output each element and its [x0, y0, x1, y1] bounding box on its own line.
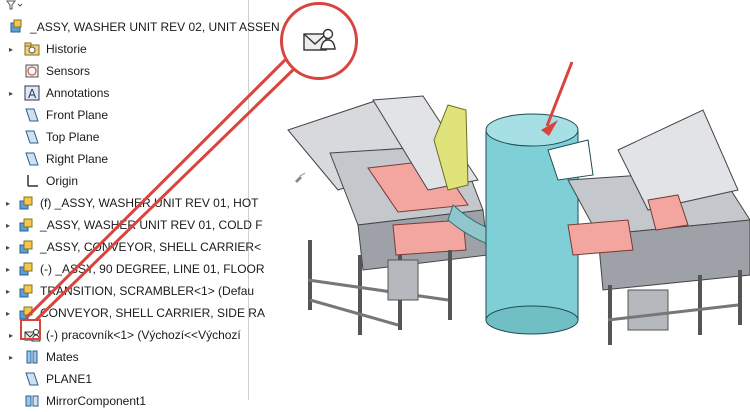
- tree-item-label: TRANSITION, SCRAMBLER<1> (Defau: [40, 284, 255, 298]
- assembly-icon: [18, 261, 34, 277]
- tree-item[interactable]: ▸ (-) pracovník<1> (Výchozí<<Výchozí: [0, 324, 248, 346]
- plane-icon: [24, 371, 40, 387]
- tree-item-label: Annotations: [46, 86, 110, 100]
- expander-icon[interactable]: ▸: [6, 198, 11, 208]
- graphics-area[interactable]: [248, 0, 750, 400]
- scrambler-cylinder: [485, 113, 594, 335]
- expander-icon[interactable]: ▸: [8, 352, 13, 362]
- tree-item-label: PLANE1: [46, 372, 93, 386]
- tree-item-label: Top Plane: [46, 130, 100, 144]
- tree-item-label: _ASSY, CONVEYOR, SHELL CARRIER<: [40, 240, 262, 254]
- expander-icon[interactable]: ▸: [8, 88, 13, 98]
- assembly-icon: [18, 239, 34, 255]
- tree-item[interactable]: ▸ (f) _ASSY, WASHER UNIT REV 01, HOT: [0, 192, 259, 214]
- pin-icon[interactable]: [292, 170, 308, 186]
- plane-icon: [24, 129, 40, 145]
- worker-icon: [303, 28, 336, 51]
- tree-item-label: Front Plane: [46, 108, 109, 122]
- tree-item-label: (-) pracovník<1> (Výchozí<<Výchozí: [46, 328, 241, 342]
- tree-item[interactable]: ▸ Historie: [0, 38, 248, 60]
- tree-item-label: Right Plane: [46, 152, 109, 166]
- assembly-model-view: [287, 95, 750, 345]
- tree-item-label: (f) _ASSY, WASHER UNIT REV 01, HOT: [40, 196, 259, 210]
- assembly-icon: [18, 283, 34, 299]
- tree-item[interactable]: ▸ TRANSITION, SCRAMBLER<1> (Defau: [0, 280, 254, 302]
- tree-item[interactable]: ▸ _ASSY, WASHER UNIT REV 01, COLD F: [0, 214, 263, 236]
- tree-item-label: Sensors: [46, 64, 91, 78]
- tree-item[interactable]: ▸Front Plane: [0, 104, 248, 126]
- tree-item[interactable]: ▸ (-) _ASSY, 90 DEGREE, LINE 01, FLOOR: [0, 258, 265, 280]
- tree-item[interactable]: ▸Right Plane: [0, 148, 248, 170]
- tree-item[interactable]: ▸ Mates: [0, 346, 248, 368]
- tree-item[interactable]: ▸MirrorComponent1: [0, 390, 248, 412]
- tree-item[interactable]: ▸Sensors: [0, 60, 248, 82]
- expander-icon[interactable]: ▸: [6, 308, 11, 318]
- tree-item[interactable]: ▸Top Plane: [0, 126, 248, 148]
- worker-icon-callout: [280, 2, 358, 80]
- annotation-icon: A: [24, 85, 40, 101]
- tree-root-label: _ASSY, WASHER UNIT REV 02, UNIT ASSEN: [30, 20, 280, 34]
- history-folder-icon: [24, 41, 40, 57]
- expander-icon[interactable]: ▸: [6, 286, 11, 296]
- plane-icon: [24, 107, 40, 123]
- mirror-icon: [24, 393, 40, 409]
- expander-icon[interactable]: ▸: [8, 330, 13, 340]
- expander-icon[interactable]: ▸: [6, 264, 11, 274]
- svg-text:A: A: [28, 87, 37, 101]
- tree-item[interactable]: ▸Origin: [0, 170, 248, 192]
- left-washer-unit: [287, 95, 489, 335]
- expander-icon[interactable]: ▸: [8, 44, 13, 54]
- filter-icon[interactable]: [6, 0, 26, 12]
- tree-root-assembly[interactable]: ▸ _ASSY, WASHER UNIT REV 02, UNIT ASSEN: [0, 16, 280, 38]
- worker-icon-highlight: [20, 319, 41, 340]
- tree-item[interactable]: ▸ A Annotations: [0, 82, 248, 104]
- sensor-icon: [24, 63, 40, 79]
- tree-item[interactable]: ▸PLANE1: [0, 368, 248, 390]
- assembly-icon: [8, 19, 24, 35]
- assembly-icon: [18, 217, 34, 233]
- tree-item-label: Historie: [46, 42, 87, 56]
- tree-item-label: _ASSY, WASHER UNIT REV 01, COLD F: [40, 218, 263, 232]
- plane-icon: [24, 151, 40, 167]
- right-washer-unit: [567, 109, 750, 345]
- expander-icon[interactable]: ▸: [6, 242, 11, 252]
- mates-icon: [24, 349, 40, 365]
- tree-item-label: Origin: [46, 174, 79, 188]
- tree-item-label: CONVEYOR, SHELL CARRIER, SIDE RA: [40, 306, 265, 320]
- assembly-icon: [18, 195, 34, 211]
- feature-manager-tree: ▸ _ASSY, WASHER UNIT REV 02, UNIT ASSEN …: [0, 0, 280, 408]
- tree-item[interactable]: ▸ _ASSY, CONVEYOR, SHELL CARRIER<: [0, 236, 261, 258]
- tree-item-label: Mates: [46, 350, 79, 364]
- tree-item-label: (-) _ASSY, 90 DEGREE, LINE 01, FLOOR: [40, 262, 265, 276]
- expander-icon[interactable]: ▸: [6, 220, 11, 230]
- origin-icon: [24, 173, 40, 189]
- tree-item-label: MirrorComponent1: [46, 394, 147, 408]
